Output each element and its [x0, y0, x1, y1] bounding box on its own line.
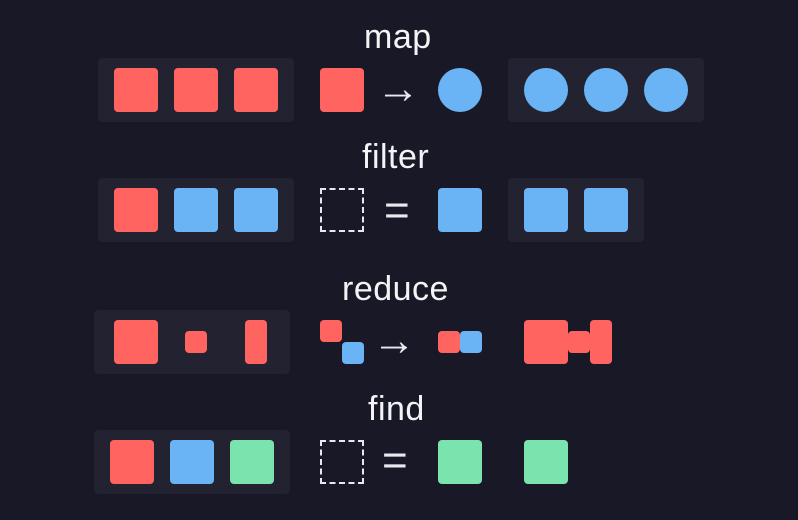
map-function-red-square [320, 68, 364, 112]
reduce-input-large-red-square [114, 320, 158, 364]
section-title-reduce: reduce [342, 270, 449, 308]
reduce-input-small-red-square [185, 331, 207, 353]
filter-output-blue-square [524, 188, 568, 232]
map-function-blue-circle [438, 68, 482, 112]
reduce-result-red-square [438, 331, 460, 353]
reduce-current-blue-square [342, 342, 364, 364]
map-output-blue-circle [524, 68, 568, 112]
section-title-filter: filter [362, 138, 430, 176]
reduce-input-red-bar [245, 320, 267, 364]
filter-input-blue-square [234, 188, 278, 232]
reduce-output-small-red-square [568, 331, 590, 353]
find-input-green-square [230, 440, 274, 484]
map-output-blue-circle [584, 68, 628, 112]
find-equals-icon: = [382, 436, 408, 485]
filter-input-blue-square [174, 188, 218, 232]
section-title-find: find [368, 390, 425, 428]
filter-equals-icon: = [384, 186, 410, 235]
reduce-accumulator-red-square [320, 320, 342, 342]
find-output-green-square [524, 440, 568, 484]
map-input-red-square [234, 68, 278, 112]
filter-placeholder-dashed-square [320, 188, 364, 232]
find-predicate-green-square [438, 440, 482, 484]
map-input-red-square [114, 68, 158, 112]
map-arrow-icon: → [376, 64, 420, 113]
find-input-blue-square [170, 440, 214, 484]
find-input-red-square [110, 440, 154, 484]
find-placeholder-dashed-square [320, 440, 364, 484]
filter-input-red-square [114, 188, 158, 232]
section-title-map: map [364, 18, 432, 56]
filter-predicate-blue-square [438, 188, 482, 232]
map-input-red-square [174, 68, 218, 112]
reduce-arrow-icon: → [372, 316, 416, 365]
map-output-blue-circle [644, 68, 688, 112]
filter-output-blue-square [584, 188, 628, 232]
reduce-output-large-red-square [524, 320, 568, 364]
reduce-result-blue-square [460, 331, 482, 353]
reduce-output-red-bar [590, 320, 612, 364]
